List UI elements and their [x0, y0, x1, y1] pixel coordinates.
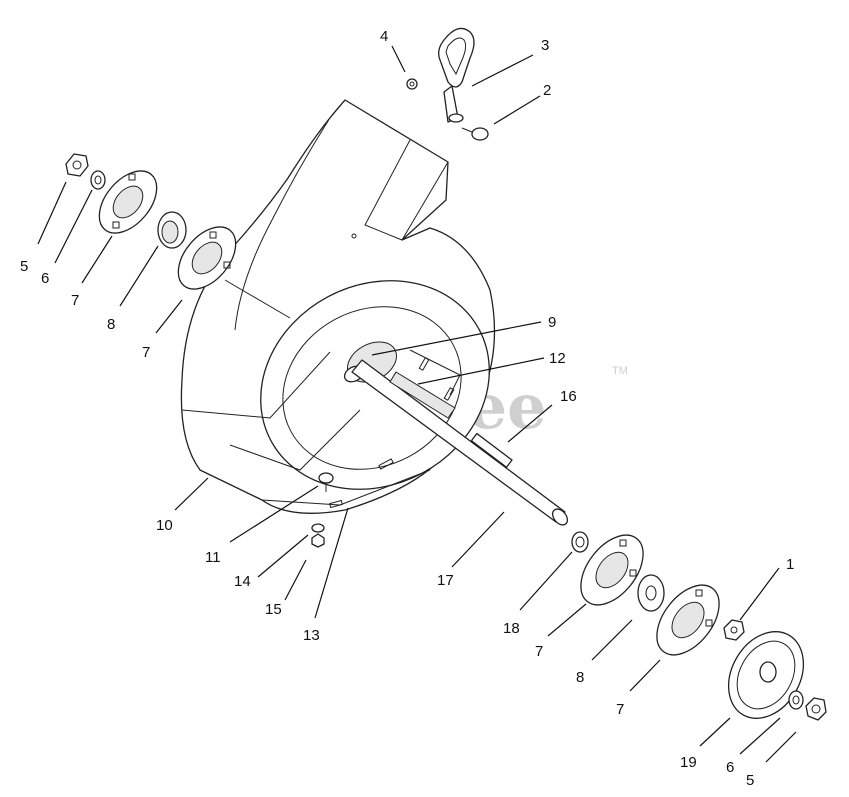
callout-6-left: 6	[41, 270, 49, 287]
callout-5-left: 5	[20, 258, 28, 275]
callout-7-left-outer: 7	[71, 292, 79, 309]
leader-lines	[37, 45, 797, 763]
small-nut	[406, 78, 418, 90]
callout-19: 19	[680, 754, 697, 771]
callout-8-right: 8	[576, 669, 584, 686]
callout-14: 14	[234, 573, 251, 590]
callout-9: 9	[548, 314, 556, 331]
right-bearing-stack	[571, 531, 827, 721]
callout-labels: 1 2 3 4 5 6 7 8 7 9 12 16 10 11 14 15 13…	[20, 28, 794, 789]
callout-15: 15	[265, 601, 282, 618]
callout-1: 1	[786, 556, 794, 573]
callout-16: 16	[560, 388, 577, 405]
callout-3: 3	[541, 37, 549, 54]
callout-7-left-inner: 7	[142, 344, 150, 361]
left-bearing-stack	[65, 153, 237, 290]
callout-7-right-inner: 7	[535, 643, 543, 660]
carriage-screw	[461, 127, 489, 141]
blower-housing	[180, 99, 496, 514]
callout-5-right: 5	[746, 772, 754, 789]
callout-10: 10	[156, 517, 173, 534]
bottom-hardware	[311, 472, 334, 548]
callout-17: 17	[437, 572, 454, 589]
callout-4: 4	[380, 28, 388, 45]
crank-eyelet	[438, 27, 475, 123]
callout-11: 11	[205, 549, 221, 566]
callout-6-right: 6	[726, 759, 734, 776]
callout-2: 2	[543, 82, 551, 99]
impeller-shaft	[351, 349, 569, 526]
callout-13: 13	[303, 627, 320, 644]
callout-7-right-outer: 7	[616, 701, 624, 718]
watermark-trademark: TM	[612, 365, 628, 377]
callout-8-left: 8	[107, 316, 115, 333]
callout-18: 18	[503, 620, 520, 637]
callout-12: 12	[549, 350, 566, 367]
